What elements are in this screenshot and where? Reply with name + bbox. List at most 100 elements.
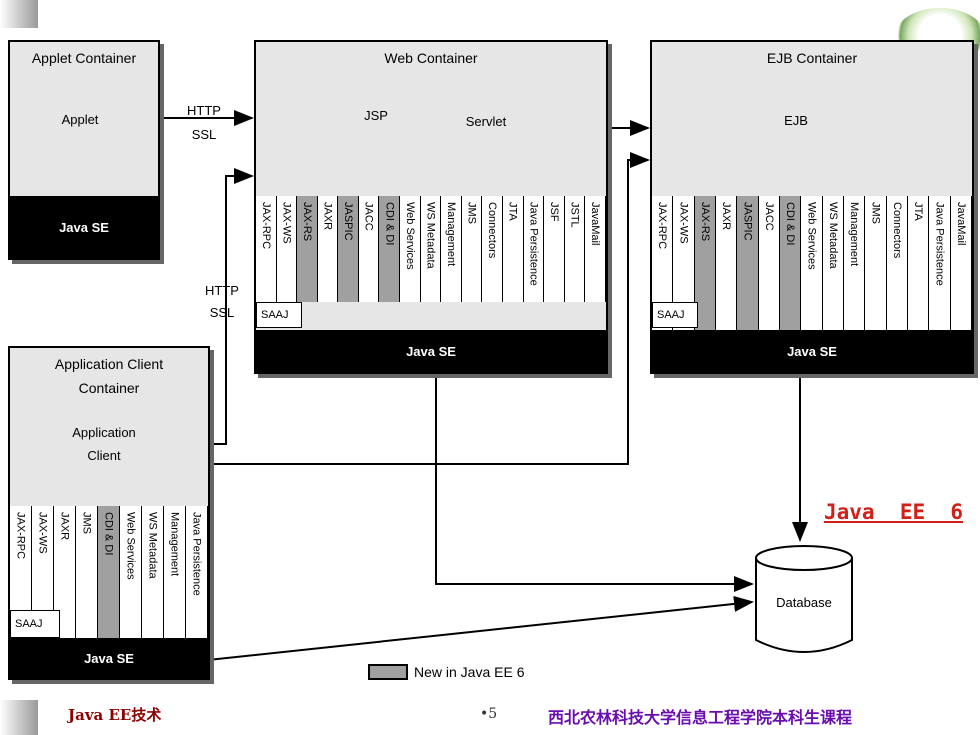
api-jax-ws: JAX-WS (276, 196, 298, 302)
appclient-saaj: SAAJ (10, 610, 60, 638)
jsp-component: JSP (364, 108, 388, 123)
api-label: CDI & DI (102, 512, 115, 556)
footer-course-name: Java EE技术 (68, 706, 162, 724)
api-web-services: Web Services (120, 506, 142, 640)
java-ee6-title: Java EE 6 (824, 500, 964, 524)
api-cdi-di: CDI & DI (779, 196, 802, 332)
api-label: JAX-WS (280, 202, 293, 244)
api-jaxr: JAXR (715, 196, 738, 332)
api-label: JMS (465, 202, 478, 224)
api-label: Management (444, 202, 457, 267)
api-label: JMS (869, 202, 882, 224)
ejb-saaj: SAAJ (652, 302, 698, 328)
api-jacc: JACC (758, 196, 780, 332)
api-label: WS Metadata (146, 512, 159, 579)
api-label: Management (168, 512, 181, 577)
legend-text: New in Java EE 6 (414, 664, 525, 680)
api-web-services: Web Services (801, 196, 823, 332)
api-jax-ws: JAX-WS (32, 506, 54, 640)
appclient-title-line2: Container (78, 380, 140, 396)
api-jacc: JACC (358, 196, 380, 302)
application-client-component-line2: Client (87, 448, 121, 463)
api-label: JASPIC (741, 202, 754, 241)
api-label: JAX-RPC (14, 512, 27, 560)
api-label: JAX-WS (677, 202, 690, 244)
api-ws-metadata: WS Metadata (822, 196, 844, 332)
api-label: JAX-WS (36, 512, 49, 554)
api-ws-metadata: WS Metadata (142, 506, 164, 640)
api-label: JavaMail (589, 202, 602, 246)
api-connectors: Connectors (482, 196, 503, 302)
api-jta: JTA (502, 196, 524, 302)
web-container-title: Web Container (384, 50, 478, 66)
http-label-mid: HTTP (205, 283, 239, 298)
api-jsf: JSF (544, 196, 565, 302)
ejb-javase-bar: Java SE (652, 330, 972, 372)
api-web-services: Web Services (400, 196, 421, 302)
applet-component: Applet (61, 112, 99, 127)
api-label: Connectors (890, 202, 903, 259)
api-label: WS Metadata (826, 202, 839, 269)
api-label: JMS (80, 512, 93, 534)
api-label: JAX-RPC (656, 202, 669, 250)
api-label: Connectors (486, 202, 499, 259)
api-label: Java Persistence (190, 512, 203, 596)
api-jax-rs: JAX-RS (297, 196, 318, 302)
ejb-container-title: EJB Container (766, 50, 858, 66)
api-label: JSF (547, 202, 560, 222)
api-jax-rpc: JAX-RPC (256, 196, 277, 302)
api-label: JavaMail (954, 202, 967, 246)
api-label: JTA (506, 202, 519, 221)
api-management: Management (164, 506, 186, 640)
applet-javase-bar: Java SE (10, 196, 158, 258)
ejb-component: EJB (784, 113, 808, 128)
api-javamail: JavaMail (585, 196, 606, 302)
applet-container: Applet Container Java SE (8, 40, 160, 260)
api-label: JACC (362, 202, 375, 231)
ssl-label-top: SSL (191, 127, 217, 142)
api-connectors: Connectors (886, 196, 908, 332)
api-management: Management (843, 196, 866, 332)
appclient-javase-bar: Java SE (10, 638, 208, 678)
api-jaspic: JASPIC (737, 196, 759, 332)
api-label: JTA (912, 202, 925, 221)
api-jax-rs: JAX-RS (694, 196, 716, 332)
api-label: JAX-RS (698, 202, 711, 242)
applet-container-title: Applet Container (31, 50, 137, 66)
api-label: JAXR (321, 202, 334, 231)
api-jms: JMS (461, 196, 483, 302)
api-label: CDI & DI (784, 202, 797, 246)
api-cdi-di: CDI & DI (98, 506, 120, 640)
api-label: WS Metadata (424, 202, 437, 269)
api-jax-rpc: JAX-RPC (652, 196, 674, 332)
api-label: JAXR (58, 512, 71, 541)
appclient-container: Application Client Container JAX-RPC JAX-… (8, 346, 210, 680)
api-label: CDI & DI (383, 202, 396, 246)
api-cdi-di: CDI & DI (379, 196, 401, 302)
api-jaspic: JASPIC (338, 196, 359, 302)
api-label: JACC (762, 202, 775, 231)
api-label: JAX-RS (300, 202, 313, 242)
servlet-component: Servlet (465, 114, 507, 129)
api-java-persistence: Java Persistence (929, 196, 951, 332)
api-management: Management (441, 196, 462, 302)
api-jta: JTA (907, 196, 930, 332)
api-javamail: JavaMail (950, 196, 972, 332)
api-jaxr: JAXR (54, 506, 76, 640)
api-label: JASPIC (342, 202, 355, 241)
api-label: Management (848, 202, 861, 267)
web-saaj: SAAJ (256, 302, 302, 328)
legend-swatch (368, 664, 408, 680)
api-label: Web Services (403, 202, 416, 270)
appclient-title-line1: Application Client (54, 356, 164, 372)
http-label-top: HTTP (187, 103, 221, 118)
api-java-persistence: Java Persistence (523, 196, 545, 302)
api-label: Web Services (805, 202, 818, 270)
footer-university: 西北农林科技大学信息工程学院本科生课程 (548, 708, 853, 727)
corner-decoration (0, 0, 38, 28)
api-label: Java Persistence (933, 202, 946, 286)
